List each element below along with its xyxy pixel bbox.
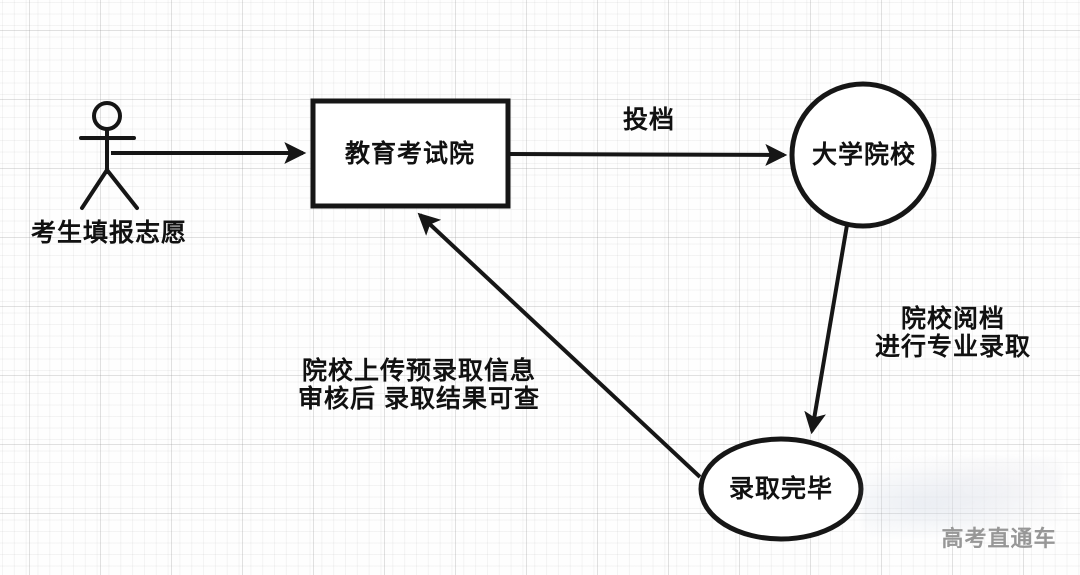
edge-label-upload: 院校上传预录取信息 审核后 录取结果可查 — [298, 357, 540, 413]
actor-leg-left — [80, 168, 109, 210]
actor-leg-right — [105, 168, 139, 210]
admission-done-ellipse — [698, 436, 864, 542]
actor-label: 考生填报志愿 — [30, 219, 188, 247]
exam-office-label: 教育考试院 — [344, 140, 476, 168]
actor-head — [92, 101, 122, 131]
edge-label-review-line1: 院校阅档 — [900, 305, 1006, 333]
watermark-text: 高考直通车 — [941, 526, 1057, 551]
edge-label-submit-dossier: 投档 — [622, 106, 676, 134]
edge-label-upload-line1: 院校上传预录取信息 — [301, 357, 537, 385]
university-label: 大学院校 — [811, 141, 917, 169]
edge-label-review-line2: 进行专业录取 — [874, 333, 1032, 361]
student-actor-figure — [79, 101, 139, 210]
university-circle — [789, 81, 937, 229]
edge-label-review: 院校阅档 进行专业录取 — [875, 305, 1031, 361]
arrow-exam-office-to-university — [509, 143, 788, 166]
edge-label-upload-line2: 审核后 录取结果可查 — [298, 385, 540, 413]
exam-office-box — [310, 98, 511, 209]
admission-done-label: 录取完毕 — [728, 475, 834, 503]
arrow-done-to-exam-office — [417, 212, 702, 479]
arrow-university-to-done — [804, 224, 849, 435]
